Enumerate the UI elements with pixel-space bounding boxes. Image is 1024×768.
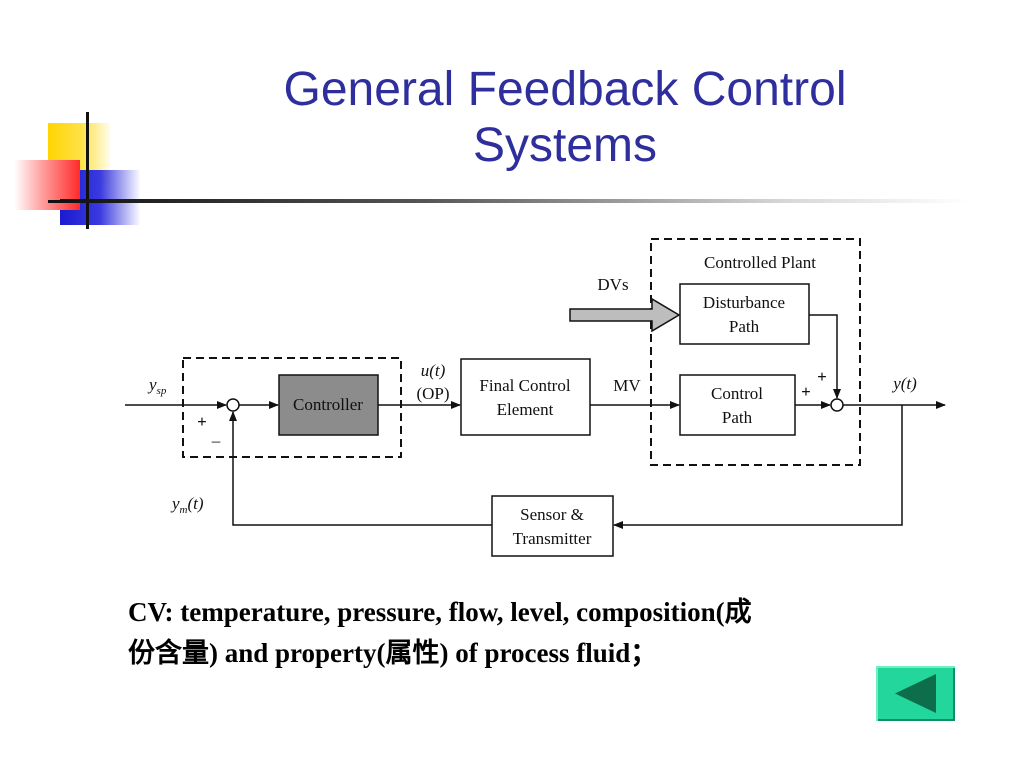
summing-junction-2: [830, 398, 844, 412]
cv-description-line1: CV: temperature, pressure, flow, level, …: [128, 597, 752, 627]
disturbance-label-line1: Disturbance: [703, 293, 785, 312]
ysp-label: ysp: [147, 375, 167, 397]
disturbance-output-arrow: [809, 314, 841, 399]
mv-label: MV: [613, 376, 641, 395]
disturbance-label-line2: Path: [729, 317, 760, 336]
sum1-plus-sign: +: [197, 412, 207, 431]
measurement-feedback-arrow: [229, 411, 492, 526]
disturbance-path-block: [679, 283, 810, 345]
final-control-element-block: [460, 358, 591, 436]
slide-title-line2: Systems: [472, 119, 658, 172]
ym-label: ym(t): [170, 494, 204, 516]
control-path-block: [679, 374, 796, 436]
controller-group-dashed-box: [182, 357, 402, 458]
sensor-label-line2: Transmitter: [513, 529, 592, 548]
final-control-label-line1: Final Control: [479, 376, 570, 395]
sum2-plus-top-sign: +: [817, 367, 827, 386]
title-underline: [60, 199, 970, 203]
cv-description: CV: temperature, pressure, flow, level, …: [128, 592, 928, 674]
op-label: (OP): [416, 384, 449, 403]
sum2-plus-left-sign: +: [801, 382, 811, 401]
feedback-to-sensor-arrow: [613, 405, 903, 529]
cv-description-line2: 份含量) and property(属性) of process fluid；: [128, 638, 658, 668]
control-path-label-line2: Path: [722, 408, 753, 427]
sensor-transmitter-block: [491, 495, 614, 557]
dvs-input-arrow: [569, 297, 681, 333]
sum1-minus-sign: –: [211, 431, 221, 450]
slide-title: General Feedback Control Systems: [230, 62, 900, 174]
final-control-label-line2: Element: [497, 400, 554, 419]
u-t-label: u(t): [421, 361, 446, 380]
controlled-plant-label: Controlled Plant: [704, 253, 816, 272]
control-path-label-line1: Control: [711, 384, 763, 403]
deco-vertical-line: [86, 112, 89, 229]
summing-junction-1: [226, 398, 240, 412]
sensor-label-line1: Sensor &: [520, 505, 584, 524]
left-triangle-icon: [895, 674, 936, 713]
controller-label: Controller: [293, 395, 363, 414]
slide-title-line1: General Feedback Control: [283, 63, 847, 116]
y-t-label: y(t): [891, 374, 917, 393]
back-nav-button[interactable]: [876, 666, 955, 721]
dvs-label: DVs: [597, 275, 628, 294]
controlled-plant-dashed-box: [650, 238, 861, 466]
